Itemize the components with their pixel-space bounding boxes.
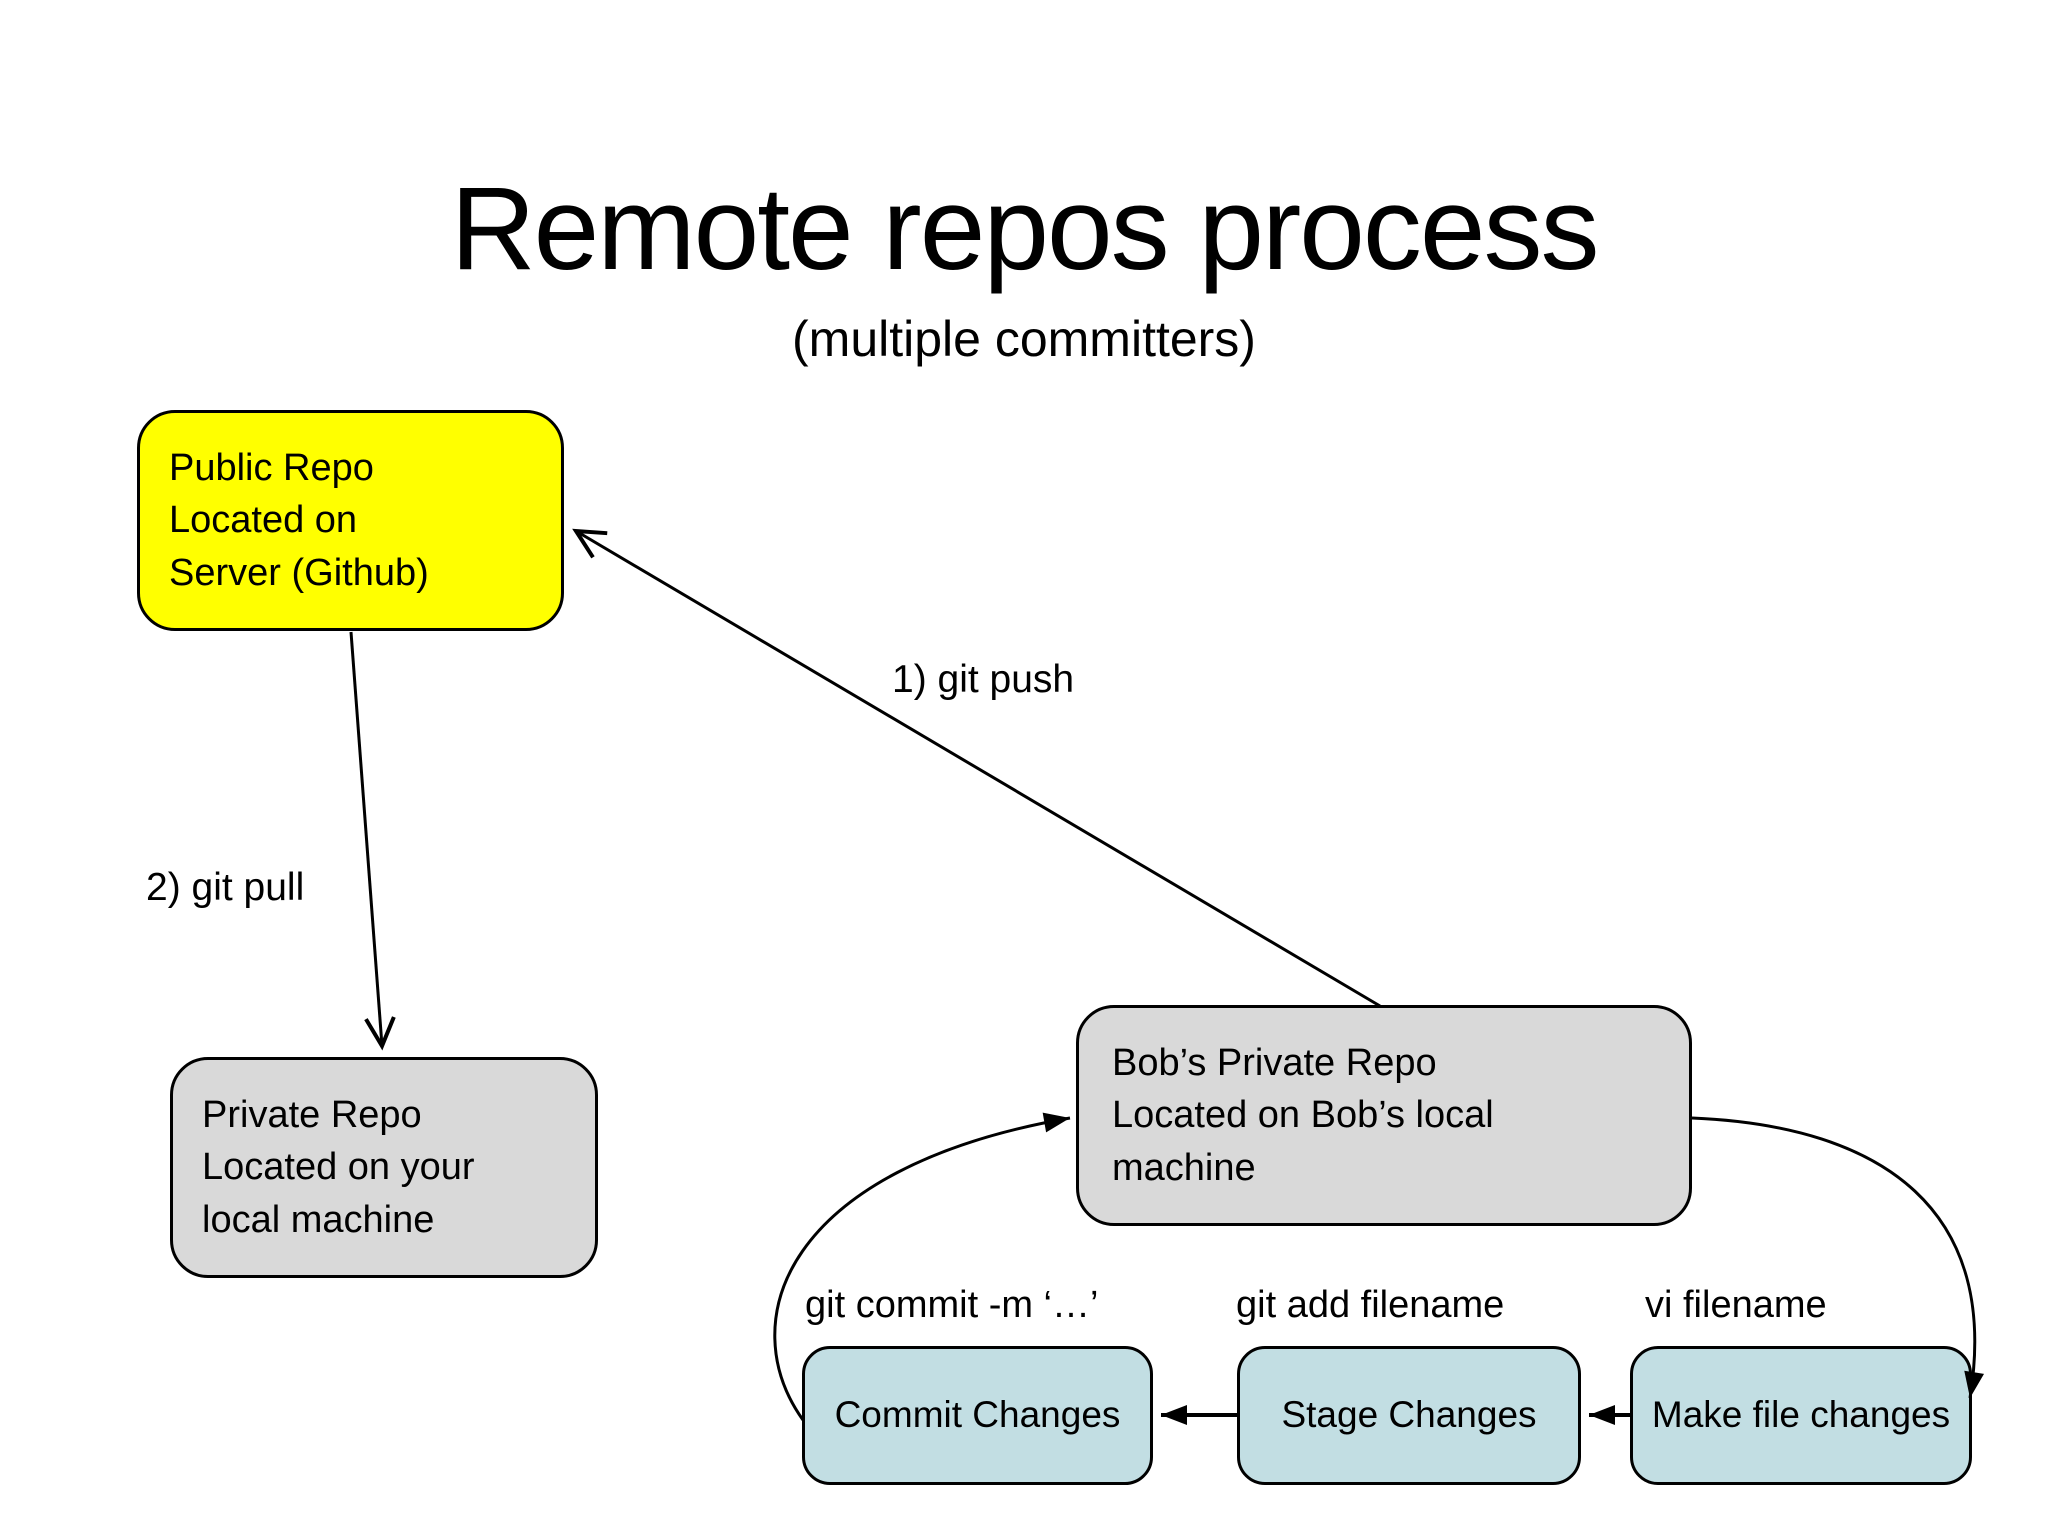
node-bobs-private-repo: Bob’s Private Repo Located on Bob’s loca…	[1076, 1005, 1692, 1226]
node-stage-changes: Stage Changes	[1237, 1346, 1581, 1485]
node-commit-changes: Commit Changes	[802, 1346, 1153, 1485]
node-public-repo-label: Public Repo Located on Server (Github)	[169, 446, 429, 594]
node-bobs-private-repo-label: Bob’s Private Repo Located on Bob’s loca…	[1112, 1041, 1494, 1189]
node-private-repo: Private Repo Located on your local machi…	[170, 1057, 598, 1278]
node-stage-changes-label: Stage Changes	[1281, 1394, 1537, 1436]
node-private-repo-label: Private Repo Located on your local machi…	[202, 1093, 475, 1241]
node-make-file-changes: Make file changes	[1630, 1346, 1972, 1485]
node-make-file-changes-label: Make file changes	[1651, 1394, 1951, 1436]
node-public-repo: Public Repo Located on Server (Github)	[137, 410, 564, 631]
node-commit-changes-label: Commit Changes	[834, 1394, 1121, 1436]
